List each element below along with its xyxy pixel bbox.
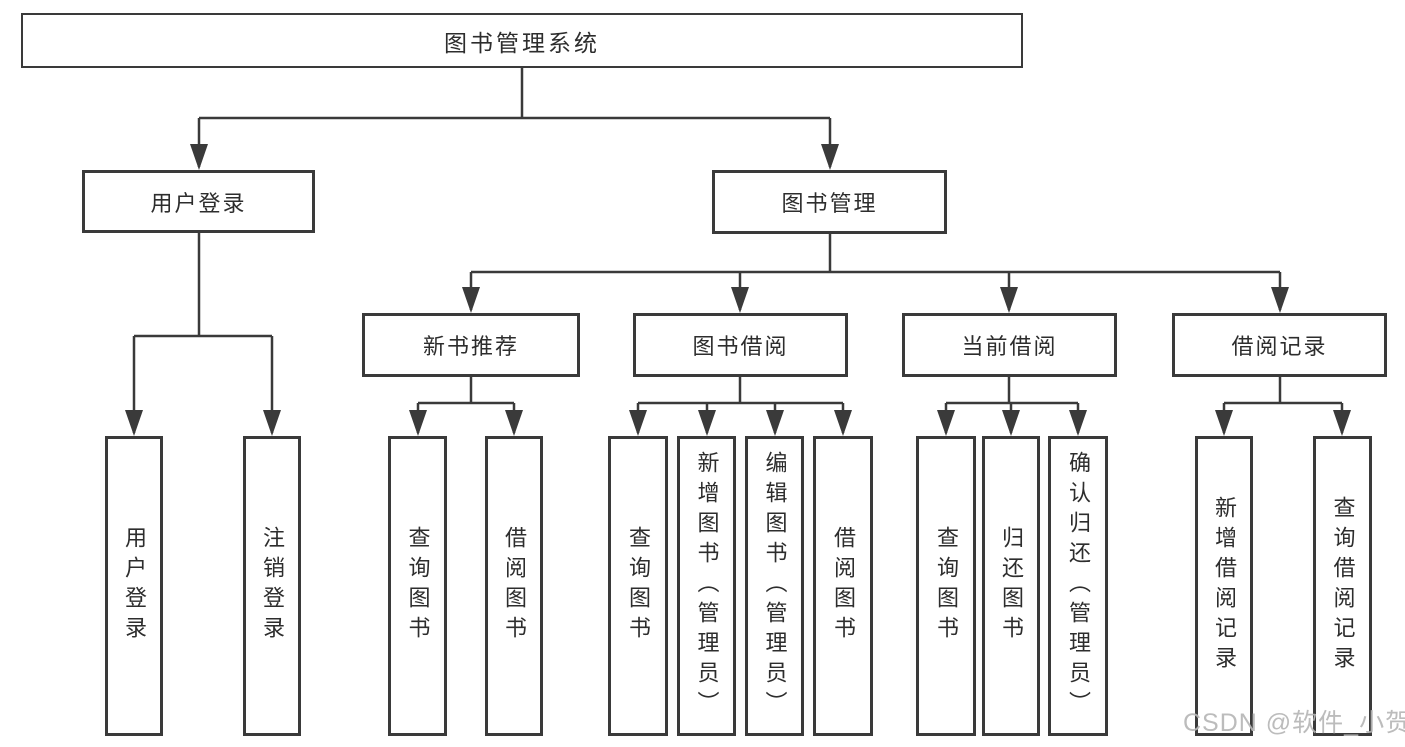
node-book-borrowing: 图书借阅: [633, 313, 848, 377]
leaf-cb-query-books: 查询图书: [916, 436, 976, 736]
leaf-br-add-record: 新增借阅记录: [1195, 436, 1253, 736]
leaf-cb-return-books: 归还图书: [982, 436, 1040, 736]
leaf-bb-borrow-books-label: 借阅图书: [831, 526, 856, 646]
node-user-login: 用户登录: [82, 170, 315, 233]
leaf-bb-query-books: 查询图书: [608, 436, 668, 736]
leaf-bb-borrow-books: 借阅图书: [813, 436, 873, 736]
leaf-user-login-label: 用户登录: [122, 526, 147, 646]
node-book-management-label: 图书管理: [781, 191, 878, 216]
leaf-cb-confirm-return: 确认归还（管理员）: [1048, 436, 1108, 736]
node-book-borrowing-label: 图书借阅: [692, 334, 789, 359]
connector-book-management-trunk: [471, 234, 1280, 274]
connector-current-borrowing: [946, 377, 1078, 405]
leaf-br-query-record-label: 查询借阅记录: [1330, 496, 1356, 676]
leaf-bb-query-books-label: 查询图书: [626, 526, 651, 646]
leaf-cb-query-books-label: 查询图书: [934, 526, 959, 646]
node-root-label: 图书管理系统: [444, 29, 600, 56]
node-new-book-recommend-label: 新书推荐: [422, 334, 519, 359]
leaf-logout: 注销登录: [243, 436, 301, 736]
node-new-book-recommend: 新书推荐: [362, 313, 580, 377]
leaf-cb-confirm-return-label: 确认归还（管理员）: [1066, 451, 1091, 721]
leaf-nr-query-books-label: 查询图书: [405, 526, 431, 646]
leaf-nr-borrow-books: 借阅图书: [485, 436, 543, 736]
connector-new-book-recommend: [418, 377, 514, 405]
node-current-borrowing: 当前借阅: [902, 313, 1117, 377]
leaf-br-query-record: 查询借阅记录: [1313, 436, 1372, 736]
leaf-bb-edit-books: 编辑图书（管理员）: [745, 436, 804, 736]
connector-user-login-trunk: [134, 233, 272, 338]
connector-root-trunk: [199, 68, 830, 120]
csdn-watermark: CSDN @软件_小贺同学: [1183, 709, 1405, 737]
node-borrowing-records: 借阅记录: [1172, 313, 1387, 377]
leaf-user-login: 用户登录: [105, 436, 163, 736]
node-book-management: 图书管理: [712, 170, 947, 234]
leaf-bb-add-books-label: 新增图书（管理员）: [694, 451, 720, 721]
node-borrowing-records-label: 借阅记录: [1231, 334, 1328, 359]
leaf-cb-return-books-label: 归还图书: [999, 526, 1024, 646]
leaf-bb-add-books: 新增图书（管理员）: [677, 436, 736, 736]
leaf-br-add-record-label: 新增借阅记录: [1212, 496, 1237, 676]
node-current-borrowing-label: 当前借阅: [961, 334, 1058, 359]
connector-borrowing-records: [1224, 377, 1342, 405]
leaf-nr-borrow-books-label: 借阅图书: [502, 526, 527, 646]
connector-book-borrowing: [638, 377, 843, 405]
leaf-bb-edit-books-label: 编辑图书（管理员）: [762, 451, 788, 721]
leaf-nr-query-books: 查询图书: [388, 436, 447, 736]
node-user-login-label: 用户登录: [150, 190, 247, 216]
leaf-logout-label: 注销登录: [260, 526, 285, 646]
node-root: 图书管理系统: [21, 13, 1023, 68]
